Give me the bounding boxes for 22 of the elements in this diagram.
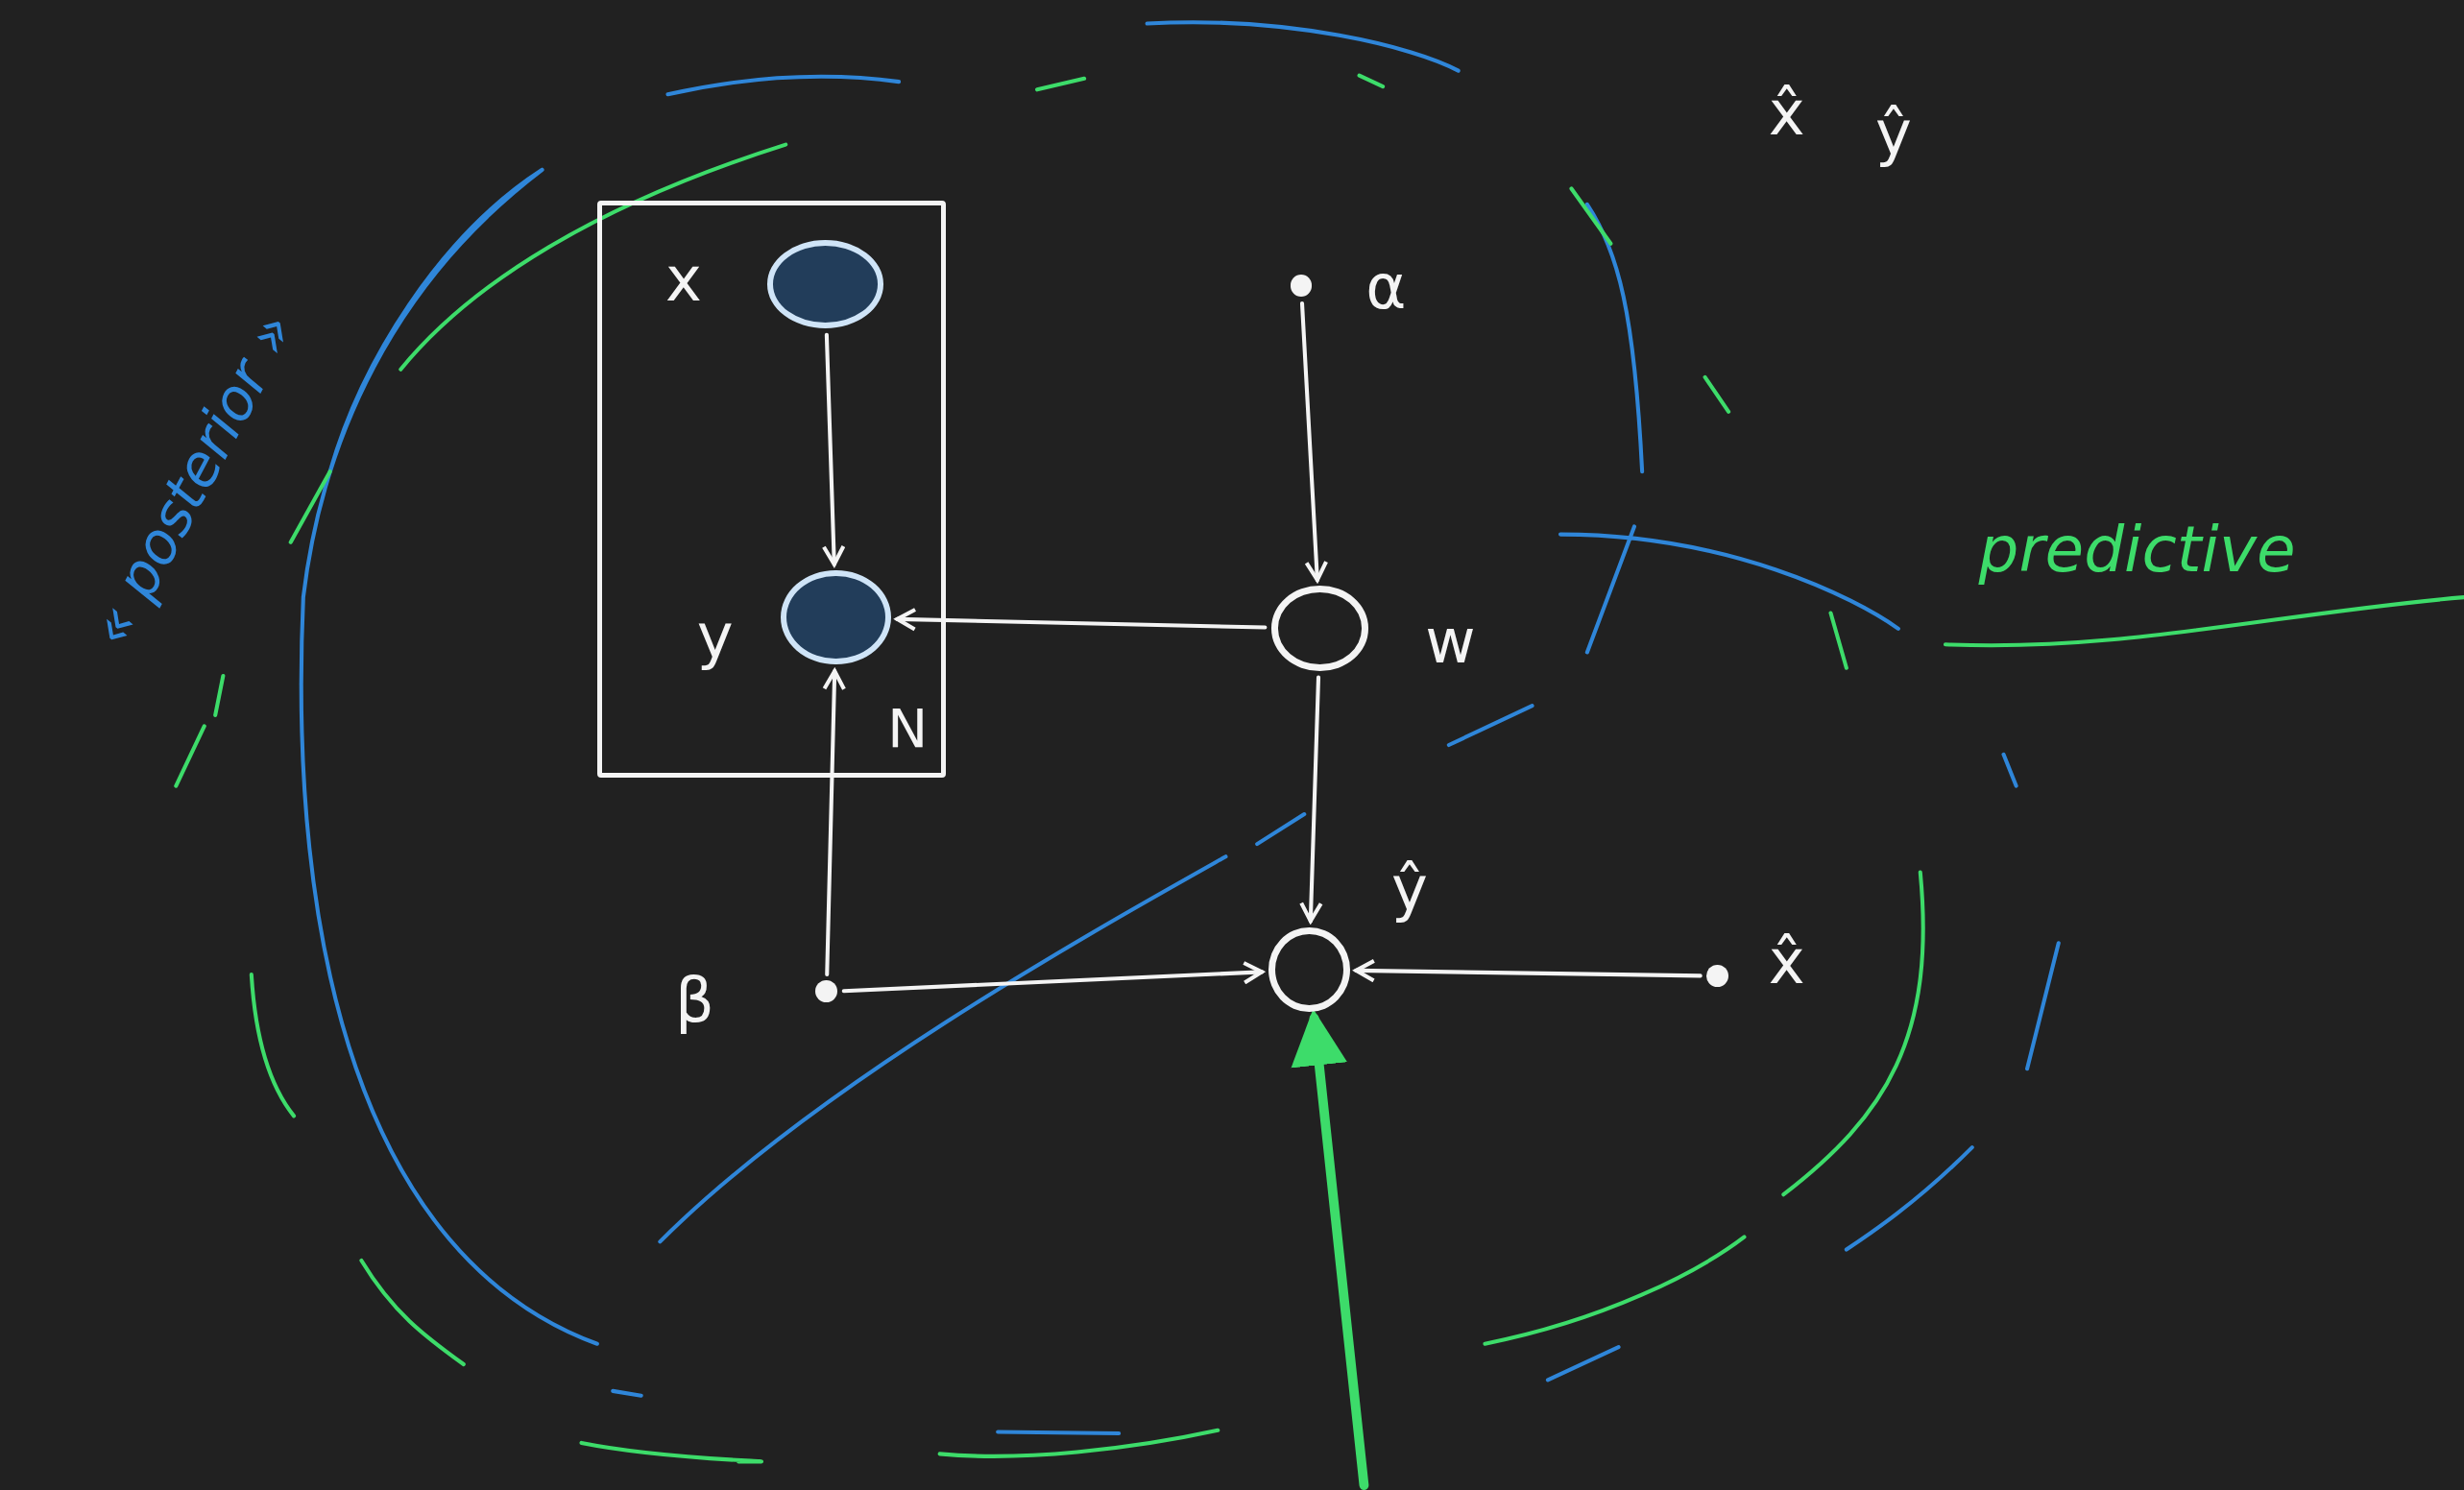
variable-label: w [1425,610,1476,672]
variable-label: ŷ [1391,858,1428,921]
note-text: x̂ [1768,82,1805,144]
variable-label: α [1365,256,1407,319]
arrow [822,669,846,977]
variable-label: x̂ [1768,930,1805,993]
note-text: ŷ [1875,103,1912,165]
arrow [895,608,1268,632]
arrow [1354,958,1703,983]
plate-label: N [887,702,929,757]
variable-label: x [664,249,702,311]
dot-node [815,980,838,1003]
arrow [1299,300,1329,583]
variable-circle [1268,926,1350,1012]
arrow [821,332,846,566]
dot-node [1706,964,1729,987]
plate-box [596,201,947,779]
arrow [841,960,1265,994]
dot-node [1290,275,1313,298]
variable-label: β [674,970,714,1032]
variable-circle [1270,586,1369,671]
arrow [1299,675,1323,924]
